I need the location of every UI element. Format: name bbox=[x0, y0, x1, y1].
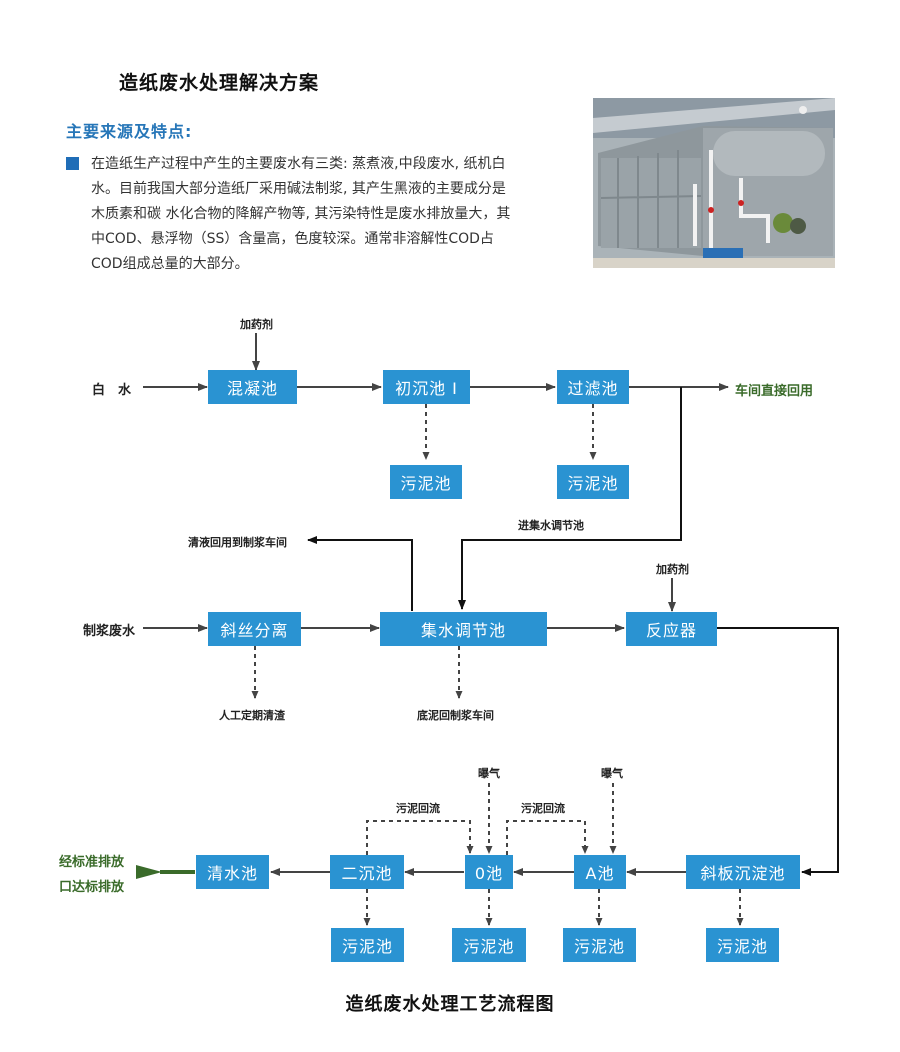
clear-water-tank: 清水池 bbox=[196, 855, 269, 889]
intro-line: 水。目前我国大部分造纸厂采用碱法制浆, 其产生黑液的主要成分是 bbox=[91, 181, 506, 197]
recycle-to-pulping bbox=[307, 536, 413, 611]
intro-line: 在造纸生产过程中产生的主要废水有三类: 蒸煮液,中段废水, 纸机白 bbox=[91, 156, 506, 172]
sludge-return-label: 污泥回流 bbox=[521, 802, 565, 815]
primary-settling-tank: 初沉池 I bbox=[383, 370, 470, 404]
diagram-caption: 造纸废水处理工艺流程图 bbox=[345, 994, 555, 1015]
pulping-wastewater-label: 制浆废水 bbox=[83, 624, 136, 639]
intro-line: 中COD、悬浮物（SS）含量高，色度较深。通常非溶解性COD占 bbox=[91, 231, 494, 247]
reactor-to-incline bbox=[716, 627, 839, 876]
sludge-tank: 污泥池 bbox=[706, 928, 779, 962]
return-flow-line bbox=[506, 820, 589, 855]
clear-liquid-recycle-label: 清液回用到制浆车间 bbox=[188, 536, 287, 549]
discharge-label-line2: 口达标排放 bbox=[59, 880, 125, 895]
workshop-reuse-label: 车间直接回用 bbox=[735, 384, 814, 399]
filter-tank: 过滤池 bbox=[557, 370, 629, 404]
intro-line: 木质素和碳 水化合物的降解产物等, 其污染特性是废水排放量大，其 bbox=[91, 206, 511, 222]
return-flow-line bbox=[366, 820, 474, 855]
sludge-tank: 污泥池 bbox=[557, 465, 629, 499]
section-subtitle: 主要来源及特点: bbox=[66, 122, 193, 141]
sludge-return-label: 污泥回流 bbox=[396, 802, 440, 815]
coagulation-tank: 混凝池 bbox=[208, 370, 297, 404]
equipment-photo bbox=[593, 98, 835, 268]
inclined-plate-settler: 斜板沉淀池 bbox=[686, 855, 800, 889]
discharge-label-line1: 经标准排放 bbox=[59, 855, 125, 870]
sludge-tank: 污泥池 bbox=[563, 928, 636, 962]
bottom-sludge-return-label: 底泥回制浆车间 bbox=[417, 709, 494, 722]
intro-line: COD组成总量的大部分。 bbox=[91, 256, 249, 272]
fiber-separator: 斜丝分离 bbox=[208, 612, 301, 646]
intro-paragraph: 在造纸生产过程中产生的主要废水有三类: 蒸煮液,中段废水, 纸机白 水。目前我国… bbox=[91, 152, 571, 277]
sludge-tank: 污泥池 bbox=[390, 465, 462, 499]
dosing-label: 加药剂 bbox=[656, 563, 689, 576]
secondary-settling-tank: 二沉池 bbox=[330, 855, 404, 889]
white-water-label: 白 水 bbox=[92, 383, 132, 398]
sludge-tank: 污泥池 bbox=[331, 928, 404, 962]
a-tank: A池 bbox=[574, 855, 626, 889]
to-equalization-label: 进集水调节池 bbox=[518, 519, 584, 532]
manual-slag-removal-label: 人工定期清渣 bbox=[219, 709, 285, 722]
equipment-photo-illustration bbox=[593, 98, 835, 268]
equalization-tank: 集水调节池 bbox=[380, 612, 547, 646]
reactor: 反应器 bbox=[626, 612, 717, 646]
bullet-square-icon bbox=[66, 157, 79, 170]
aeration-label: 曝气 bbox=[601, 767, 623, 780]
dosing-label: 加药剂 bbox=[240, 318, 273, 331]
branch-to-equalization bbox=[458, 387, 682, 610]
page-title: 造纸废水处理解决方案 bbox=[119, 72, 320, 94]
o-tank: 0池 bbox=[465, 855, 513, 889]
sludge-tank: 污泥池 bbox=[452, 928, 526, 962]
aeration-label: 曝气 bbox=[478, 767, 500, 780]
